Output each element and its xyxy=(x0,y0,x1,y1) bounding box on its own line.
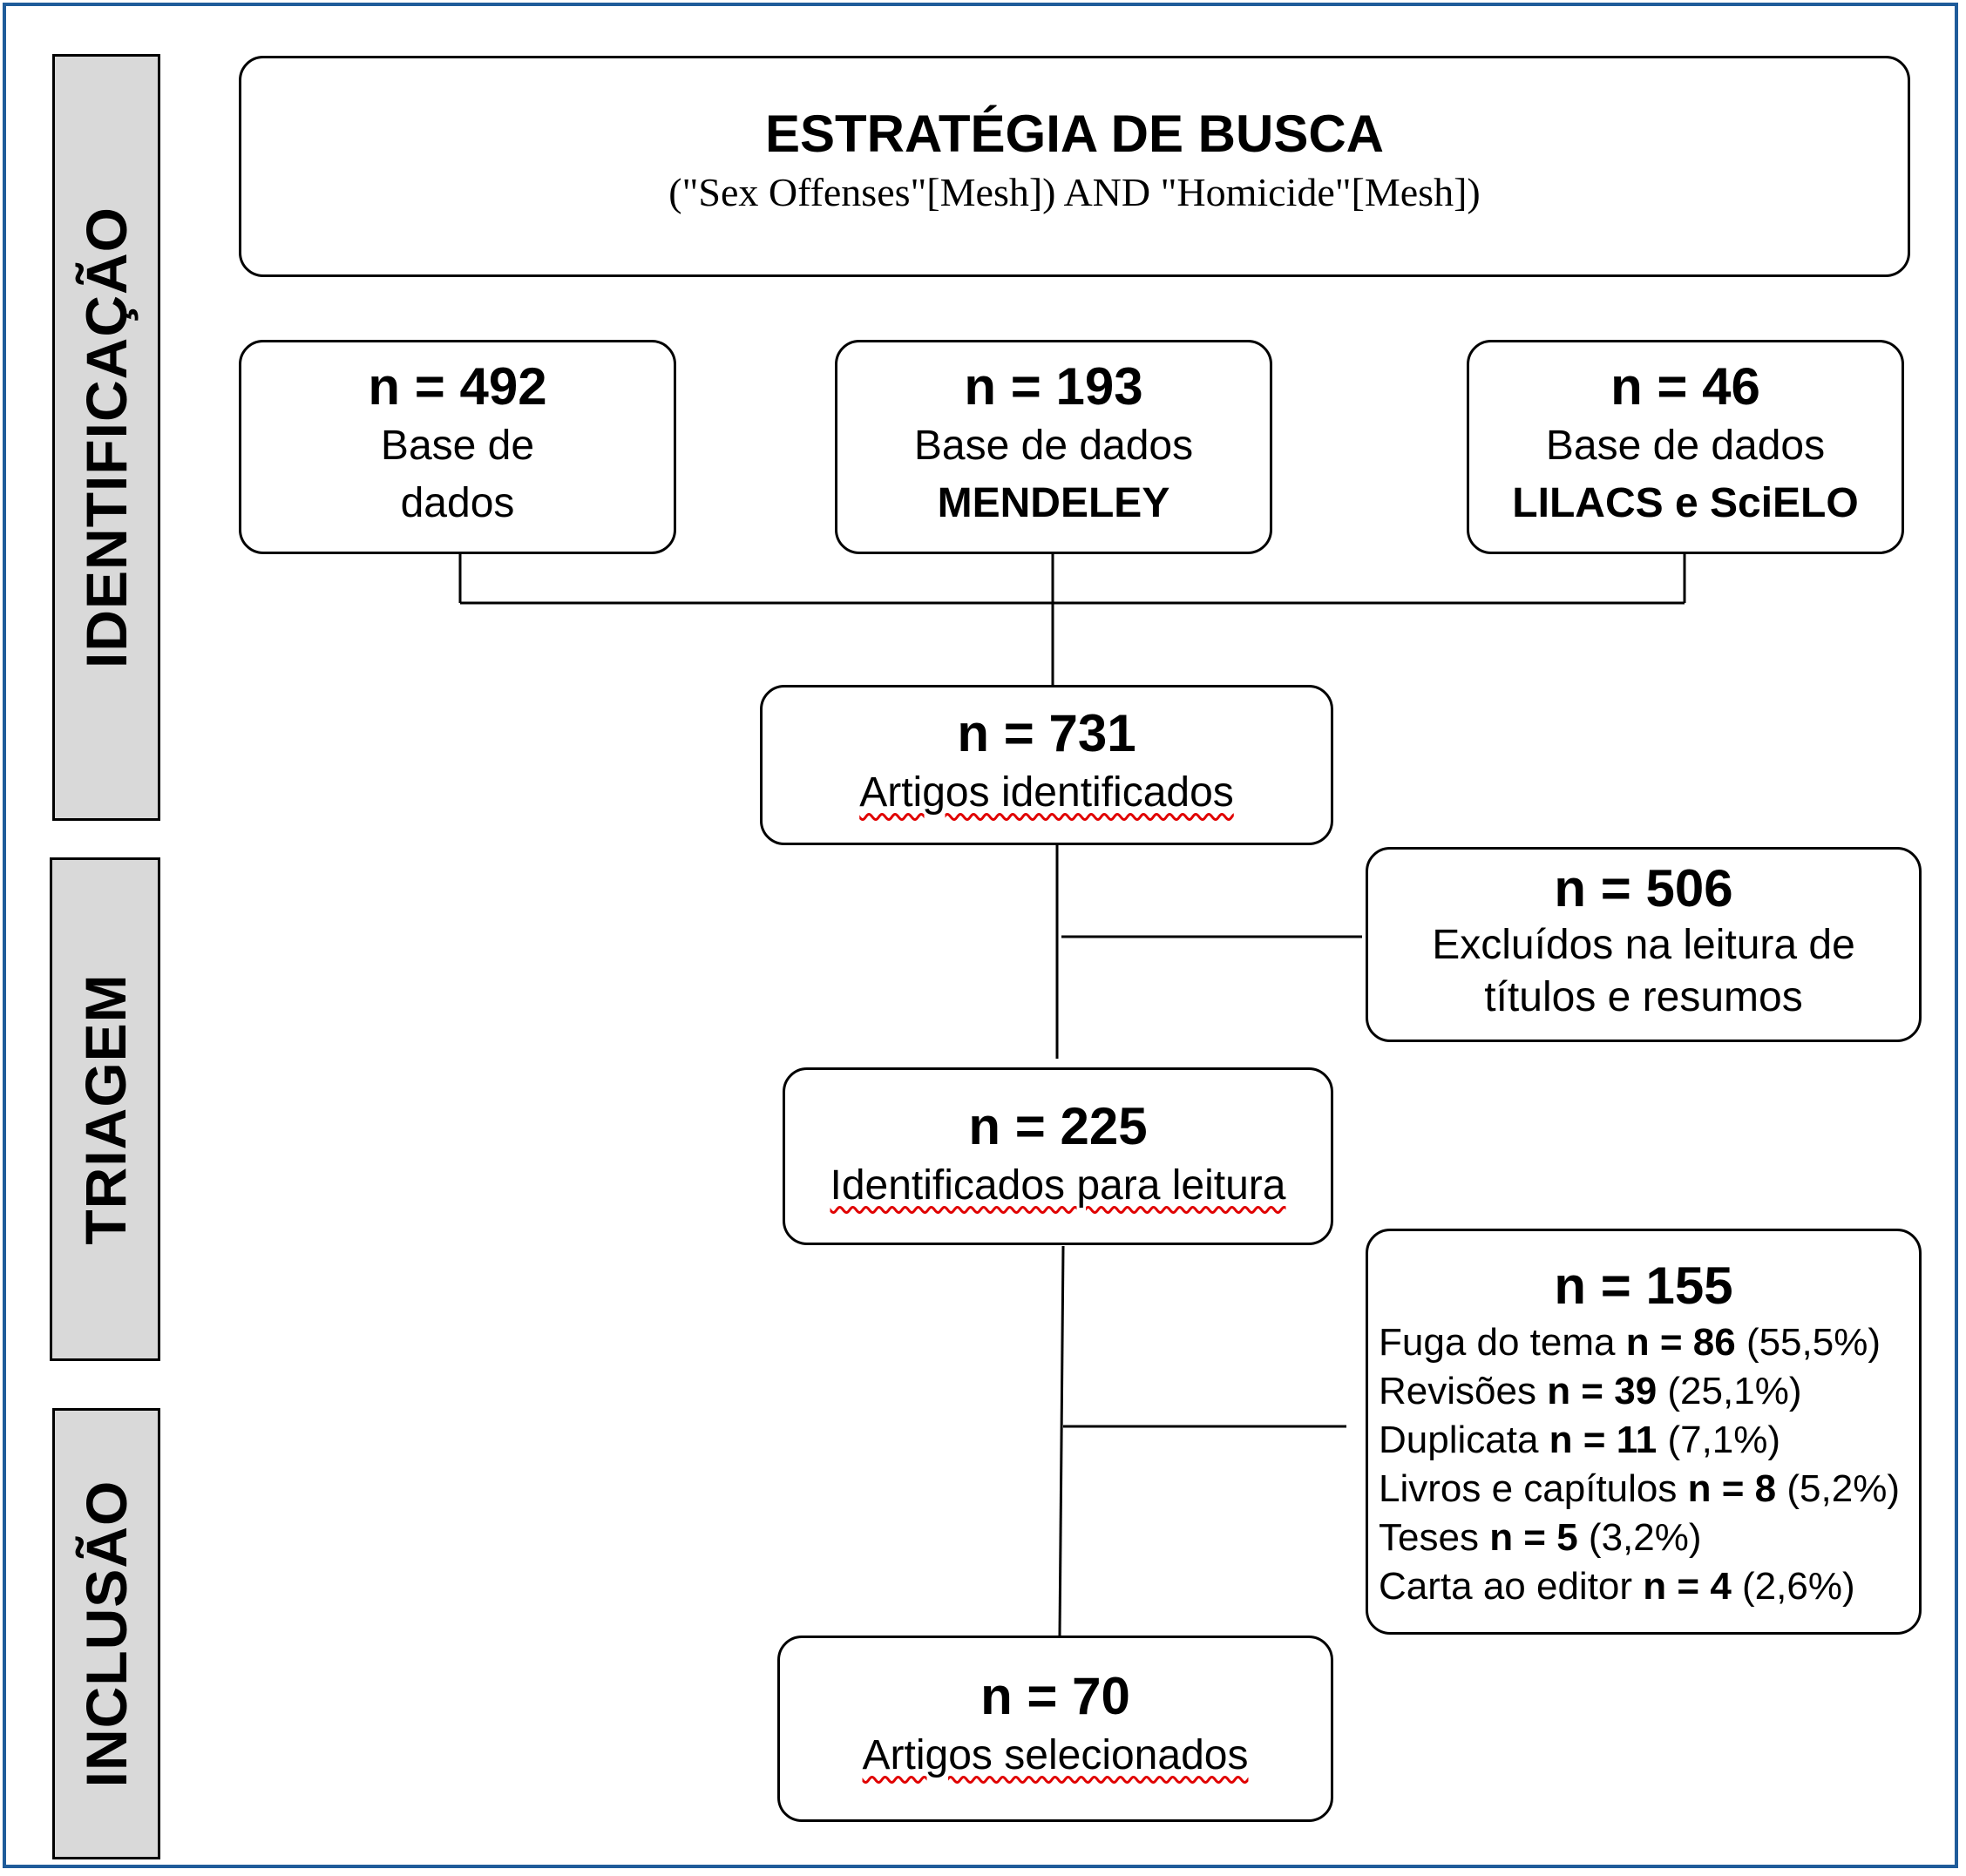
excluded-titles-count: n = 506 xyxy=(1554,859,1733,918)
reason-count: n = 5 xyxy=(1489,1516,1578,1559)
reason-percent: (2,6%) xyxy=(1742,1565,1855,1608)
source-1-line1: Base de xyxy=(380,423,535,469)
source-box-2: n = 193 Base de dados MENDELEY xyxy=(835,340,1272,554)
reason-count: n = 4 xyxy=(1643,1565,1732,1608)
exclusion-reasons-list: Fuga do tema n = 86 (55,5%) Revisões n =… xyxy=(1368,1318,1919,1611)
list-item: Carta ao editor n = 4 (2,6%) xyxy=(1379,1562,1919,1611)
identified-box: n = 731 Artigos identificados xyxy=(760,685,1333,845)
reason-count: n = 86 xyxy=(1625,1321,1736,1364)
source-3-count: n = 46 xyxy=(1610,357,1760,416)
source-1-line2: dados xyxy=(400,480,515,526)
source-2-line2: MENDELEY xyxy=(937,480,1170,526)
reason-label: Fuga do tema xyxy=(1379,1321,1616,1364)
search-strategy-box: ESTRATÉGIA DE BUSCA ("Sex Offenses"[Mesh… xyxy=(239,56,1910,277)
identified-label: Artigos identificados xyxy=(859,769,1234,816)
selected-label-row: Artigos selecionados xyxy=(780,1727,1331,1785)
excluded-full-count: n = 155 xyxy=(1554,1256,1733,1315)
reason-label: Carta ao editor xyxy=(1379,1565,1633,1608)
selected-label: Artigos selecionados xyxy=(862,1732,1249,1778)
source-box-3: n = 46 Base de dados LILACS e SciELO xyxy=(1467,340,1904,554)
for-reading-label-row: Identificados para leitura xyxy=(785,1157,1331,1215)
reason-count: n = 39 xyxy=(1547,1370,1658,1412)
excluded-full-box: n = 155 Fuga do tema n = 86 (55,5%) Revi… xyxy=(1366,1229,1922,1635)
reason-label: Livros e capítulos xyxy=(1379,1467,1678,1510)
list-item: Fuga do tema n = 86 (55,5%) xyxy=(1379,1318,1919,1367)
reason-count: n = 11 xyxy=(1549,1419,1658,1461)
source-box-1: n = 492 Base de dados xyxy=(239,340,676,554)
for-reading-box: n = 225 Identificados para leitura xyxy=(783,1067,1333,1245)
list-item: Livros e capítulos n = 8 (5,2%) xyxy=(1379,1465,1919,1514)
strategy-title: ESTRATÉGIA DE BUSCA xyxy=(764,105,1385,163)
list-item: Teses n = 5 (3,2%) xyxy=(1379,1514,1919,1562)
identified-label-row: Artigos identificados xyxy=(763,764,1331,822)
strategy-query: ("Sex Offenses"[Mesh]) AND "Homicide"[Me… xyxy=(668,170,1481,214)
reason-label: Teses xyxy=(1379,1516,1479,1559)
reason-percent: (5,2%) xyxy=(1786,1467,1900,1510)
outer-frame xyxy=(3,3,1958,1868)
excluded-titles-line2: títulos e resumos xyxy=(1484,974,1803,1020)
reason-percent: (25,1%) xyxy=(1667,1370,1802,1412)
excluded-titles-box: n = 506 Excluídos na leitura de títulos … xyxy=(1366,847,1922,1042)
source-2-line1: Base de dados xyxy=(913,423,1194,469)
source-3-line2: LILACS e SciELO xyxy=(1512,480,1859,526)
source-1-count: n = 492 xyxy=(368,357,547,416)
reason-count: n = 8 xyxy=(1687,1467,1777,1510)
source-2-count: n = 193 xyxy=(964,357,1143,416)
phase-inclusao: INCLUSÃO xyxy=(52,1408,160,1859)
excluded-titles-line1: Excluídos na leitura de xyxy=(1432,922,1855,968)
phase-identificacao: IDENTIFICAÇÃO xyxy=(52,54,160,821)
list-item: Revisões n = 39 (25,1%) xyxy=(1379,1367,1919,1416)
reason-label: Duplicata xyxy=(1379,1419,1539,1461)
source-3-line1: Base de dados xyxy=(1545,423,1826,469)
for-reading-count: n = 225 xyxy=(968,1097,1148,1155)
selected-box: n = 70 Artigos selecionados xyxy=(777,1636,1333,1822)
selected-count: n = 70 xyxy=(980,1667,1130,1725)
for-reading-label: Identificados para leitura xyxy=(830,1162,1286,1209)
reason-percent: (7,1%) xyxy=(1667,1419,1781,1461)
phase-triagem: TRIAGEM xyxy=(50,857,160,1361)
identified-count: n = 731 xyxy=(957,704,1136,762)
reason-label: Revisões xyxy=(1379,1370,1536,1412)
reason-percent: (3,2%) xyxy=(1588,1516,1702,1559)
list-item: Duplicata n = 11 (7,1%) xyxy=(1379,1416,1919,1465)
reason-percent: (55,5%) xyxy=(1746,1321,1881,1364)
